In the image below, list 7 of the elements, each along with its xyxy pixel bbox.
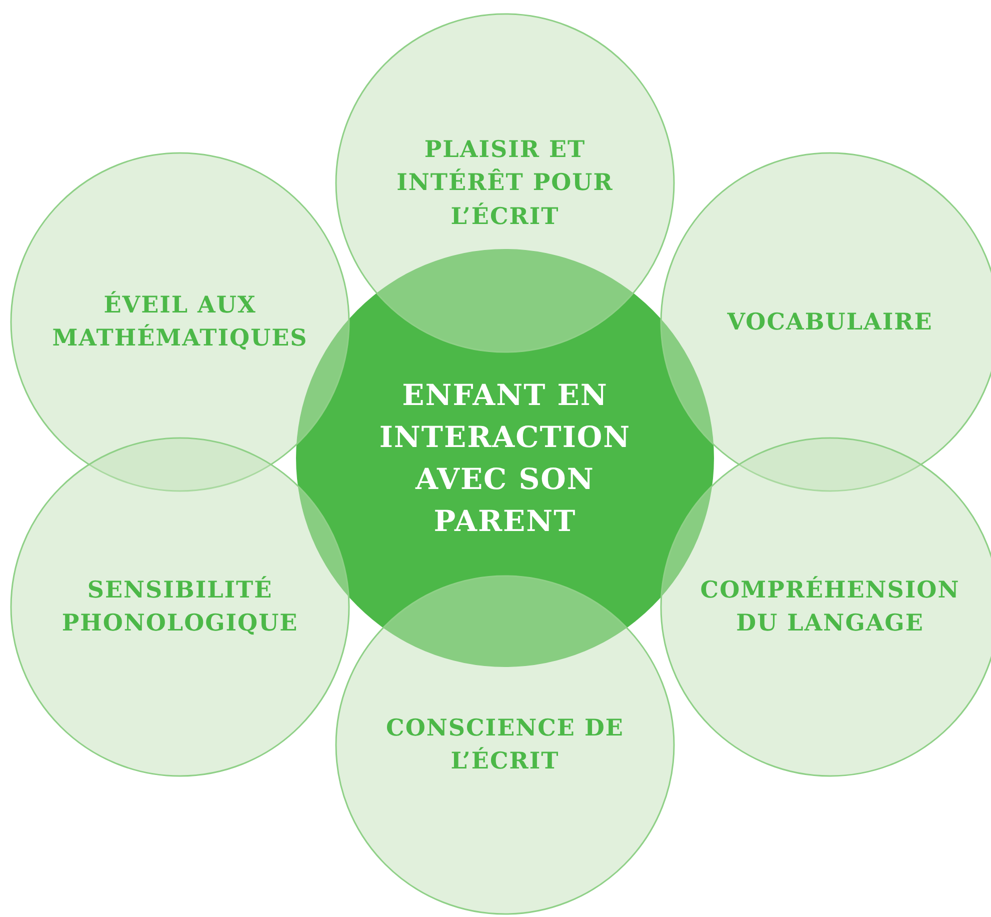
topic-label: SENSIBILITÉ PHONOLOGIQUE: [60, 575, 300, 639]
topic-label: COMPRÉHENSION DU LANGAGE: [699, 575, 961, 639]
topic-label: ÉVEIL AUX MATHÉMATIQUES: [51, 290, 309, 354]
topic-label: PLAISIR ET INTÉRÊT POUR L’ÉCRIT: [396, 134, 614, 232]
topic-label: VOCABULAIRE: [726, 307, 934, 338]
central-label: ENFANT EN INTERACTION AVEC SON PARENT: [378, 376, 632, 540]
topic-label: CONSCIENCE DE L’ÉCRIT: [385, 714, 625, 777]
